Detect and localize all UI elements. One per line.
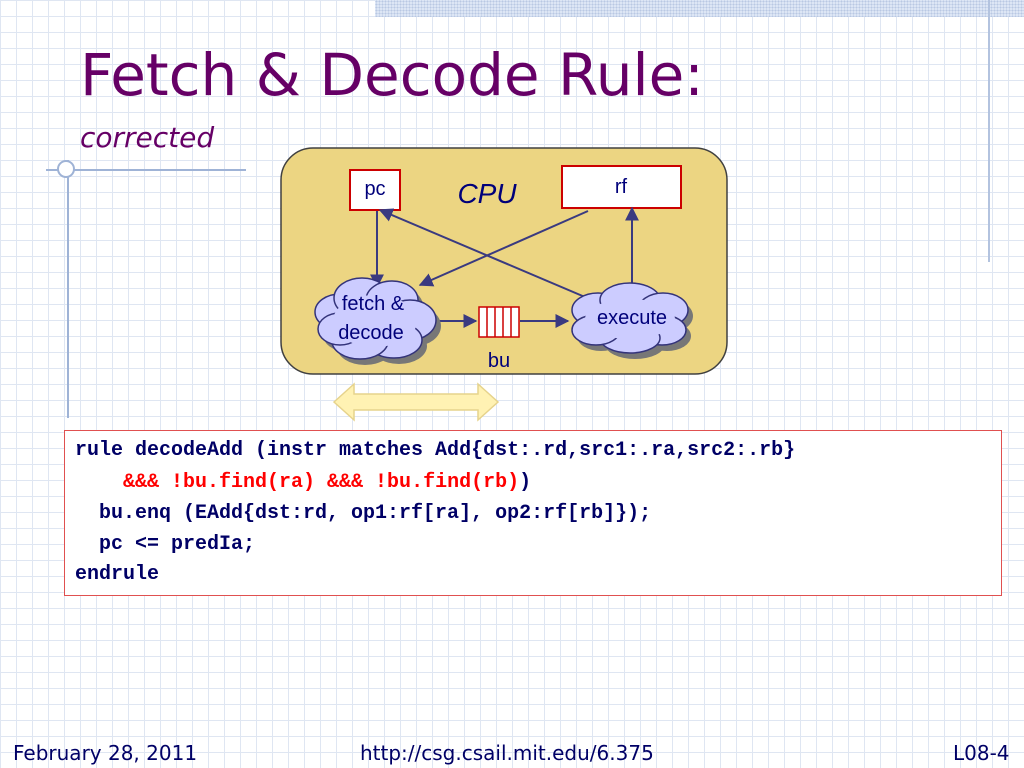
- code-line-enq: bu.enq (EAdd{dst:rd, op1:rf[ra], op2:rf[…: [75, 502, 652, 525]
- footer-url[interactable]: http://csg.csail.mit.edu/6.375: [360, 741, 654, 765]
- cpu-diagram: CPU pc rf fetch & dec: [280, 147, 728, 422]
- right-decoration-line: [988, 0, 990, 262]
- code-guard-close: ): [519, 471, 532, 494]
- code-line-pc-update: pc <= predIa;: [75, 533, 256, 556]
- code-line-guard: &&& !bu.find(ra) &&& !bu.find(rb)): [75, 473, 531, 493]
- stage-double-arrow: [332, 382, 500, 422]
- code-line-endrule: endrule: [75, 563, 160, 586]
- code-block: rule decodeAdd (instr matches Add{dst:.r…: [64, 430, 1002, 596]
- bu-fifo: [478, 306, 520, 338]
- bu-label: bu: [488, 350, 510, 372]
- code-line-rule-header: rule decodeAdd (instr matches Add{dst:.r…: [75, 439, 796, 462]
- slide-subtitle: corrected: [80, 121, 215, 154]
- rf-register-file: [561, 165, 682, 209]
- decoration-circle: [57, 160, 75, 178]
- arrow-rf-to-fetch: [418, 210, 589, 287]
- footer-slide-number: L08-4: [953, 741, 1010, 765]
- code-guard-highlight: &&& !bu.find(ra) &&& !bu.find(rb): [123, 471, 520, 494]
- execute-label: execute: [597, 307, 667, 329]
- left-decoration-line: [67, 160, 69, 418]
- fetch-label-line1: fetch &: [342, 293, 405, 315]
- fetch-label-line2: decode: [338, 322, 404, 344]
- code-guard-indent: [75, 471, 123, 494]
- fetch-decode-cloud: fetch & decode: [314, 277, 441, 365]
- footer-date: February 28, 2011: [13, 741, 198, 765]
- pc-label: pc: [364, 178, 385, 200]
- rf-label: rf: [615, 176, 628, 198]
- arrow-execute-to-pc: [378, 208, 593, 301]
- execute-cloud: execute: [571, 282, 693, 359]
- slide-title: Fetch & Decode Rule:: [80, 41, 704, 109]
- title-underline: [46, 169, 246, 171]
- top-decoration-band: [375, 0, 1024, 17]
- pc-register: [349, 169, 401, 211]
- cpu-label: CPU: [457, 178, 517, 209]
